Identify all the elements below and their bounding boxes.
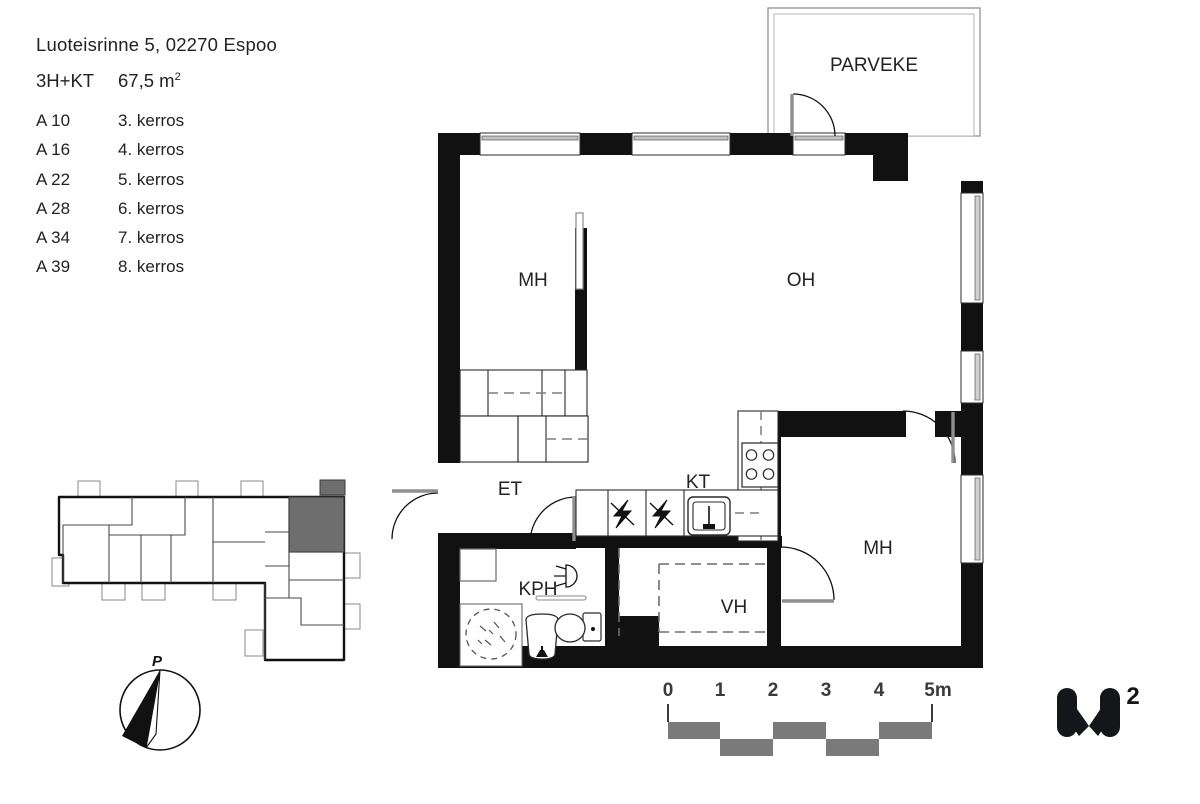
et-wardrobes: [459, 415, 589, 463]
apartment-type-row: 3H+KT 67,5 m2: [36, 70, 366, 92]
address-line: Luoteisrinne 5, 02270 Espoo: [36, 34, 277, 55]
area-value: 67,5 m: [118, 70, 175, 91]
list-item: A 39 8. kerros: [36, 252, 366, 281]
room-label-kph: KPH: [518, 579, 557, 600]
room-label-mh1: MH: [518, 270, 548, 291]
scale-tick-2: 2: [767, 680, 779, 701]
logo-exponent: 2: [1126, 683, 1139, 710]
towel-rail-icon: [535, 595, 587, 601]
unit-code: A 16: [36, 140, 71, 160]
scale-tick-1: 1: [714, 680, 726, 701]
room-label-et: ET: [498, 479, 523, 500]
mh1-door-opening: [575, 212, 584, 290]
walls: [438, 133, 983, 668]
room-label-vh: VH: [721, 597, 747, 618]
washing-machine-icon: [459, 548, 497, 582]
apartment-area: 67,5 m2: [118, 70, 181, 92]
compass-north-label: P: [152, 653, 163, 670]
doors: [391, 93, 956, 603]
building-site-map: [33, 470, 378, 670]
list-item: A 28 6. kerros: [36, 194, 366, 223]
shower-head-icon: [554, 564, 578, 588]
scale-tick-0: 0: [662, 680, 674, 701]
list-item: A 16 4. kerros: [36, 135, 366, 164]
scale-tick-labels: 0 1 2 3 4 5m: [660, 680, 990, 704]
scale-tick-3: 3: [820, 680, 832, 701]
apartment-info-block: Luoteisrinne 5, 02270 Espoo 3H+KT 67,5 m…: [36, 34, 366, 282]
list-item: A 22 5. kerros: [36, 165, 366, 194]
room-label-oh: OH: [787, 270, 816, 291]
unit-code: A 34: [36, 228, 71, 248]
basin-icon: [525, 613, 559, 660]
floor-plan-drawing: PARVEKE MH OH ET KT MH KPH VH: [390, 0, 1010, 690]
room-label-mh2: MH: [863, 538, 893, 559]
toilet-icon: [554, 612, 602, 643]
room-label-parveke: PARVEKE: [830, 55, 918, 76]
compass-needle-light: [145, 669, 161, 749]
site-map-building-outline: [57, 495, 346, 662]
unit-floor: 3. kerros: [118, 111, 185, 130]
balcony-outline: [767, 7, 981, 137]
unit-code: A 22: [36, 169, 71, 189]
site-map-unit-divisions: [62, 497, 344, 660]
unit-floor: 7. kerros: [118, 228, 185, 248]
area-superscript: 2: [174, 70, 181, 83]
unit-code: A 28: [36, 198, 71, 218]
windows: [479, 132, 984, 564]
mh1-wardrobes: [459, 369, 588, 417]
scale-bar: 0 1 2 3 4 5m: [660, 680, 990, 756]
unit-floor: 5. kerros: [118, 169, 185, 189]
unit-floor: 8. kerros: [118, 257, 185, 277]
site-map-highlighted-unit: [288, 496, 345, 553]
appliance-lightning-icon-2: [649, 499, 674, 529]
unit-code: A 10: [36, 111, 71, 130]
unit-code: A 39: [36, 257, 71, 277]
appliance-lightning-icon-1: [610, 499, 635, 529]
scale-tick-5: 5m: [924, 680, 952, 701]
apartment-type: 3H+KT: [36, 70, 95, 91]
site-map-highlight-balcony: [319, 479, 346, 496]
unit-list: A 10 3. kerros A 16 4. kerros A 22 5. ke…: [36, 106, 366, 282]
m2-logo: 2: [1055, 682, 1150, 744]
unit-floor: 6. kerros: [118, 198, 185, 218]
sink-icon: [687, 496, 731, 536]
list-item: A 34 7. kerros: [36, 223, 366, 252]
list-item: A 10 3. kerros: [36, 106, 366, 135]
floor-drain-icon: [459, 603, 523, 667]
compass-rose: P: [98, 648, 228, 760]
vh-closet-outline: [618, 548, 767, 636]
room-labels: PARVEKE MH OH ET KT MH KPH VH: [498, 55, 918, 618]
scale-bar-graphic: [667, 704, 933, 756]
unit-floor: 4. kerros: [118, 140, 185, 160]
kitchen-fittings: [575, 410, 779, 542]
compass-needle-dark: [122, 670, 160, 748]
bathroom-fixtures: [459, 548, 602, 667]
logo-letter-m: [1057, 688, 1120, 737]
stove-icon: [741, 442, 779, 488]
room-label-kt: KT: [686, 472, 711, 493]
scale-tick-4: 4: [873, 680, 885, 701]
